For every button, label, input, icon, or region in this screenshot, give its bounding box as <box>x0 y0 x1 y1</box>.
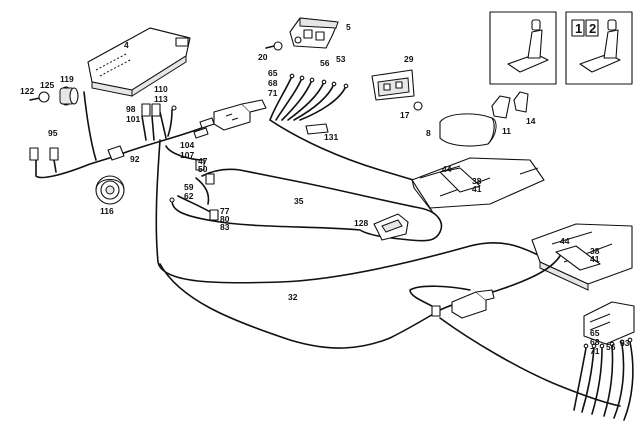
label-128: 128 <box>354 218 368 228</box>
armrest-8 <box>439 113 497 147</box>
connector-lower-center <box>451 289 495 319</box>
label-56-lower: 56 <box>606 342 616 352</box>
inset-number-1: 1 <box>575 21 582 36</box>
label-101: 101 <box>126 114 140 124</box>
harness-32 <box>159 255 621 407</box>
seat-inset-2: 1 2 <box>565 11 633 85</box>
label-104: 104 <box>180 140 194 150</box>
label-41-upper: 41 <box>472 184 482 194</box>
headrest-guide-14 <box>513 91 529 113</box>
label-17: 17 <box>400 110 410 120</box>
label-131: 131 <box>324 132 338 142</box>
label-41-lower: 41 <box>590 254 600 264</box>
seat-frame-upper <box>411 157 545 215</box>
seat-frame-lower <box>531 223 633 291</box>
switch-assembly-5 <box>289 17 339 49</box>
label-53-top: 53 <box>336 54 346 64</box>
label-110: 110 <box>154 84 168 94</box>
label-68-top: 68 <box>268 78 278 88</box>
harness-loop-35 <box>169 159 443 242</box>
label-68-lower: 68 <box>590 337 600 347</box>
label-35: 35 <box>294 196 304 206</box>
label-38-upper: 38 <box>472 176 482 186</box>
part-labels: 4 5 20 65 68 71 56 53 29 17 8 11 14 131 … <box>20 22 630 356</box>
label-125: 125 <box>40 80 54 90</box>
label-71-lower: 71 <box>590 346 600 356</box>
seat-inset-1 <box>489 11 557 85</box>
inset-number-2: 2 <box>589 21 596 36</box>
window-switch-panel-29 <box>371 69 415 101</box>
label-62: 62 <box>184 191 194 201</box>
label-95: 95 <box>48 128 58 138</box>
harness-main-right <box>269 119 421 183</box>
label-29: 29 <box>404 54 414 64</box>
label-65-top: 65 <box>268 68 278 78</box>
switch-block-lower-right <box>573 301 635 421</box>
label-5: 5 <box>346 22 351 32</box>
label-83: 83 <box>220 222 230 232</box>
label-98: 98 <box>126 104 136 114</box>
label-77: 77 <box>220 206 230 216</box>
connector-block-104 <box>193 99 267 139</box>
label-20: 20 <box>258 52 268 62</box>
harness-top-fan <box>269 73 349 121</box>
label-56-top: 56 <box>320 58 330 68</box>
label-113: 113 <box>154 94 168 104</box>
label-122: 122 <box>20 86 34 96</box>
label-32: 32 <box>288 292 298 302</box>
label-71-top: 71 <box>268 88 278 98</box>
bolt-122 <box>29 91 50 103</box>
connector-131 <box>305 123 329 135</box>
speaker-116 <box>95 175 125 205</box>
label-11: 11 <box>502 126 511 136</box>
label-44-upper: 44 <box>442 164 452 174</box>
label-59: 59 <box>184 182 194 192</box>
label-47: 47 <box>198 156 208 166</box>
label-8: 8 <box>426 128 431 138</box>
plug-119 <box>59 86 79 106</box>
screw-20 <box>265 41 283 51</box>
switch-128 <box>373 213 409 241</box>
label-92: 92 <box>130 154 140 164</box>
control-unit-4 <box>87 27 191 97</box>
label-44-lower: 44 <box>560 236 570 246</box>
label-14: 14 <box>526 116 536 126</box>
label-50: 50 <box>198 164 208 174</box>
headrest-guide-11 <box>491 95 511 119</box>
label-4: 4 <box>124 40 129 50</box>
label-119: 119 <box>60 74 74 84</box>
label-116: 116 <box>100 206 114 216</box>
label-80: 80 <box>220 214 230 224</box>
label-38-lower: 38 <box>590 246 600 256</box>
clip-17 <box>413 101 423 111</box>
label-107: 107 <box>180 150 194 160</box>
label-65-lower: 65 <box>590 328 600 338</box>
label-53-lower: 53 <box>620 338 630 348</box>
